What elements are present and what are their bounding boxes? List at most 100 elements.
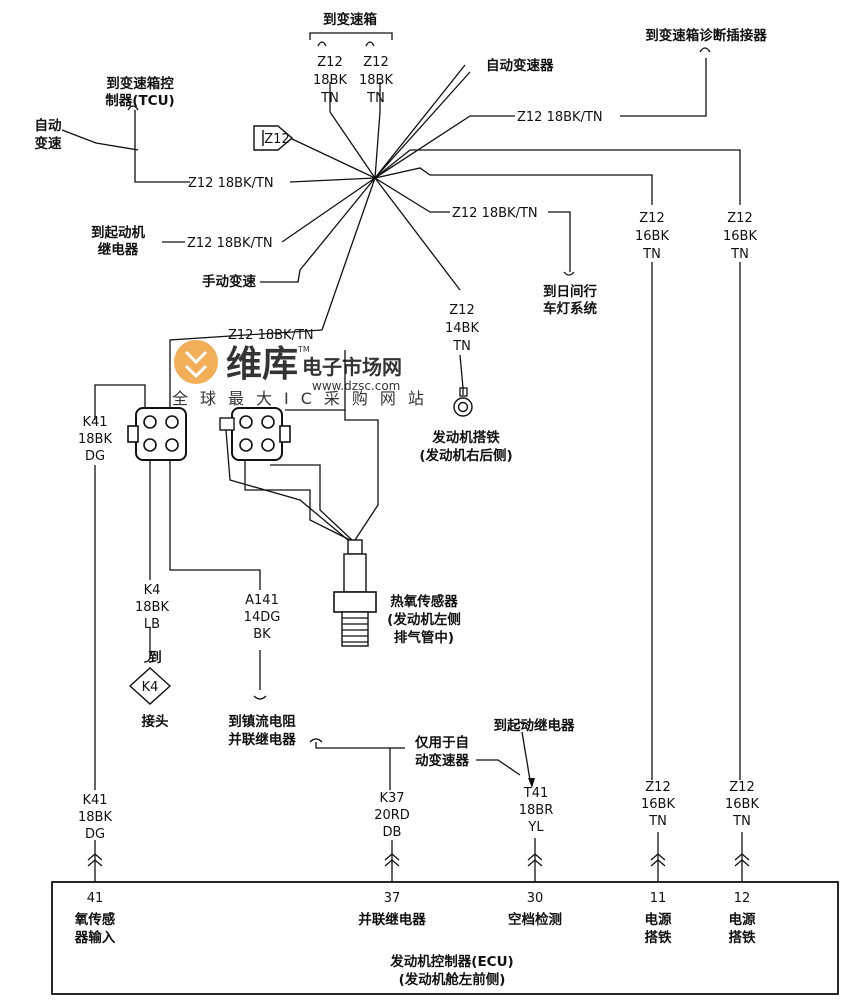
- wire-label: TN: [732, 814, 751, 829]
- ecu-pin-label: 器输入: [74, 929, 116, 946]
- wire-label: TN: [730, 247, 749, 262]
- wire-label: Z12: [645, 780, 670, 795]
- label-drl-2: 车灯系统: [543, 300, 597, 317]
- ecu-pin-number: 30: [527, 891, 544, 906]
- ecu-pin-number: 12: [734, 891, 751, 906]
- label-manual: 手动变速: [202, 273, 256, 290]
- label-to-transmission: 到变速箱: [323, 11, 377, 28]
- wire-label: Z12: [639, 211, 664, 226]
- wire-label: 18BK: [359, 73, 393, 88]
- label-starter-2: 继电器: [98, 241, 139, 258]
- ecu-pin-number: 41: [87, 891, 104, 906]
- splice-icon: Z12: [253, 125, 294, 151]
- label-starter-1: 到起动机: [91, 224, 145, 241]
- k4-splice-label: K4: [142, 680, 159, 695]
- label-tcu-2: 制器(TCU): [105, 92, 174, 109]
- wire-label: 18BK: [78, 810, 112, 825]
- ecu-title: 发动机控制器(ECU): [389, 953, 513, 970]
- wire-label: 20RD: [374, 808, 410, 823]
- wire-label: K4: [144, 583, 161, 598]
- wire-lines: [61, 32, 750, 882]
- wire-label: Z12 18BK/TN: [452, 206, 538, 221]
- label-ballast-1: 到镇流电阻: [228, 713, 296, 730]
- ecu-pin-label: 电源: [645, 911, 673, 928]
- wire-label: Z12 18BK/TN: [517, 110, 603, 125]
- wire-label: 16BK: [725, 797, 759, 812]
- ecu-pin-label: 氧传感: [74, 911, 116, 928]
- wire-label: DB: [383, 825, 402, 840]
- wire-label: YL: [527, 820, 544, 835]
- label-k4-to: 到: [148, 650, 162, 666]
- wire-label: 18BK: [135, 600, 169, 615]
- k4-splice-icon: K4: [128, 667, 172, 705]
- label-ballast-2: 并联继电器: [228, 731, 296, 748]
- wire-label: 18BR: [519, 803, 554, 818]
- labels: 到变速箱 自动变速器 到变速箱控 制器(TCU) 到变速箱诊断插接器 自动 变速…: [35, 11, 768, 988]
- wire-label: Z12: [317, 55, 342, 70]
- label-tcu-1: 到变速箱控: [106, 75, 174, 92]
- wire-label: TN: [648, 814, 667, 829]
- wire-label: K37: [379, 791, 404, 806]
- label-diag-connector: 到变速箱诊断插接器: [645, 27, 767, 44]
- label-k4-joint: 接头: [142, 713, 169, 730]
- wire-label: BK: [253, 627, 271, 642]
- wire-label: Z12 18BK/TN: [228, 328, 314, 343]
- label-ground-1: 发动机搭铁: [431, 429, 500, 446]
- wire-label: LB: [144, 617, 160, 632]
- wire-label: DG: [85, 449, 105, 464]
- ecu-location: (发动机舱左前侧): [399, 971, 506, 988]
- label-sensor-2: (发动机左侧: [387, 611, 461, 628]
- label-sensor-1: 热氧传感器: [390, 593, 458, 610]
- label-auto-2: 变速: [35, 135, 62, 152]
- wire-label: TN: [452, 339, 471, 354]
- label-auto-transmission: 自动变速器: [486, 57, 554, 74]
- ecu-pin-label: 空档检测: [508, 911, 562, 928]
- label-only-auto-2: 动变速器: [415, 752, 469, 769]
- label-auto-1: 自动: [35, 117, 62, 134]
- wire-label: TN: [320, 91, 339, 106]
- wire-label: 14DG: [244, 610, 281, 625]
- wire-label: DG: [85, 827, 105, 842]
- wire-label: 18BK: [313, 73, 347, 88]
- wire-label: TN: [366, 91, 385, 106]
- wire-label: K41: [82, 793, 107, 808]
- wire-label: Z12 18BK/TN: [188, 176, 274, 191]
- wire-label: Z12: [449, 303, 474, 318]
- watermark-mall: 电子市场网: [302, 355, 402, 379]
- wire-label: 16BK: [635, 229, 669, 244]
- ecu-pin-label: 电源: [729, 911, 757, 928]
- watermark-slogan: 全球最大IC采购网站: [172, 389, 436, 408]
- watermark: 维库 TM 电子市场网 www.dzsc.com 全球最大IC采购网站: [172, 340, 436, 408]
- wire-label: T41: [523, 786, 548, 801]
- wire-label: Z12: [363, 55, 388, 70]
- wire-label: K41: [82, 415, 107, 430]
- watermark-url: www.dzsc.com: [312, 379, 400, 393]
- dzsc-logo-icon: [174, 340, 218, 384]
- ecu-pin-number: 37: [384, 891, 401, 906]
- wire-label: 16BK: [723, 229, 757, 244]
- ecu-pin-label: 搭铁: [729, 929, 757, 946]
- ecu-pin-label: 并联继电器: [358, 911, 426, 928]
- oxygen-sensor-connector-left: [127, 407, 187, 461]
- ecu-pin-number: 11: [650, 891, 667, 906]
- wire-label: 16BK: [641, 797, 675, 812]
- ecu-pin-label: 搭铁: [645, 929, 673, 946]
- label-drl-1: 到日间行: [543, 283, 597, 300]
- oxygen-sensor-connector-right: [219, 407, 291, 461]
- watermark-tm: TM: [297, 345, 310, 354]
- wire-label: Z12: [727, 211, 752, 226]
- ecu-box: [51, 881, 839, 995]
- label-ground-2: (发动机右后侧): [419, 447, 512, 464]
- label-sensor-3: 排气管中): [394, 629, 454, 646]
- wire-label: A141: [245, 593, 279, 608]
- splice-label: Z12: [264, 132, 289, 147]
- wire-label: TN: [642, 247, 661, 262]
- oxygen-sensor-icon: [333, 539, 377, 647]
- plug-icon: [87, 853, 750, 867]
- wire-label: 18BK: [78, 432, 112, 447]
- wire-label: 14BK: [445, 321, 479, 336]
- watermark-brand: 维库: [226, 344, 298, 385]
- wire-label: Z12 18BK/TN: [187, 236, 273, 251]
- wire-label: Z12: [729, 780, 754, 795]
